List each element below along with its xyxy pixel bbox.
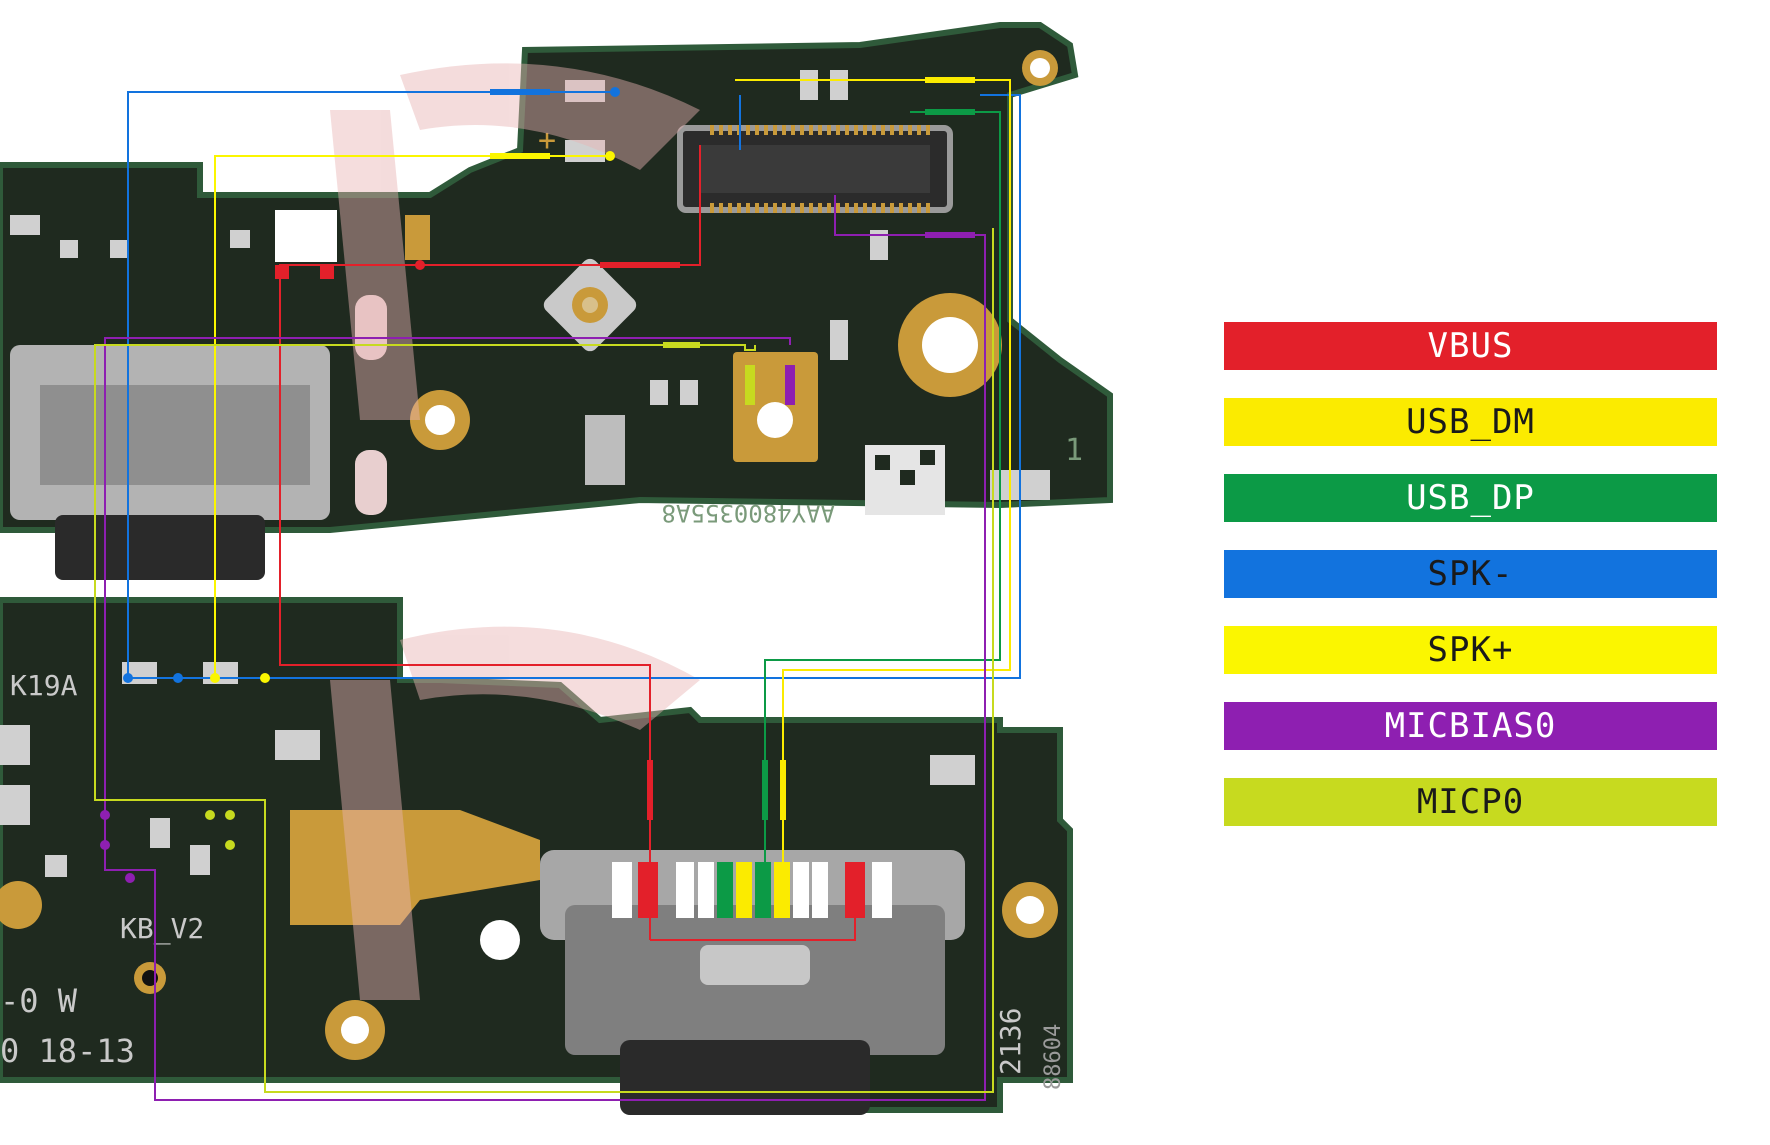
model-text: K19A — [10, 669, 78, 702]
top-board: AAY4800355A8 + 1 — [0, 22, 1113, 580]
pin-one-marking: 1 — [1065, 433, 1083, 468]
version-text: KB_V2 — [120, 912, 204, 946]
legend-micbias0: MICBIAS0 — [1224, 702, 1717, 750]
top-serial-text: AAY4800355A8 — [662, 499, 835, 527]
legend-label: VBUS — [1427, 326, 1514, 366]
rev-text: -0 W — [0, 982, 78, 1020]
legend-label: USB_DM — [1406, 402, 1535, 442]
junction-dots — [100, 87, 795, 883]
plus-marking: + — [538, 123, 556, 158]
code-a-text: 2136 — [994, 1008, 1027, 1075]
connector-pins — [710, 125, 930, 213]
code-b-text: 88604 — [1041, 1024, 1066, 1090]
legend-vbus: VBUS — [1224, 322, 1717, 370]
legend-label: MICBIAS0 — [1384, 706, 1557, 746]
bottom-board: K19A KB_V2 -0 W 0 18-13 2136 88604 — [0, 597, 1073, 1115]
legend-spk-plus: SPK+ — [1224, 626, 1717, 674]
date-text: 0 18-13 — [0, 1032, 135, 1070]
legend-label: SPK+ — [1427, 630, 1514, 670]
legend-label: MICP0 — [1416, 782, 1525, 822]
usb-c-pins — [612, 862, 892, 918]
legend-spk-minus: SPK- — [1224, 550, 1717, 598]
legend-usb-dp: USB_DP — [1224, 474, 1717, 522]
legend-label: USB_DP — [1406, 478, 1535, 518]
legend-micp0: MICP0 — [1224, 778, 1717, 826]
legend-label: SPK- — [1427, 554, 1514, 594]
net-traces — [94, 77, 1021, 1101]
legend-usb-dm: USB_DM — [1224, 398, 1717, 446]
